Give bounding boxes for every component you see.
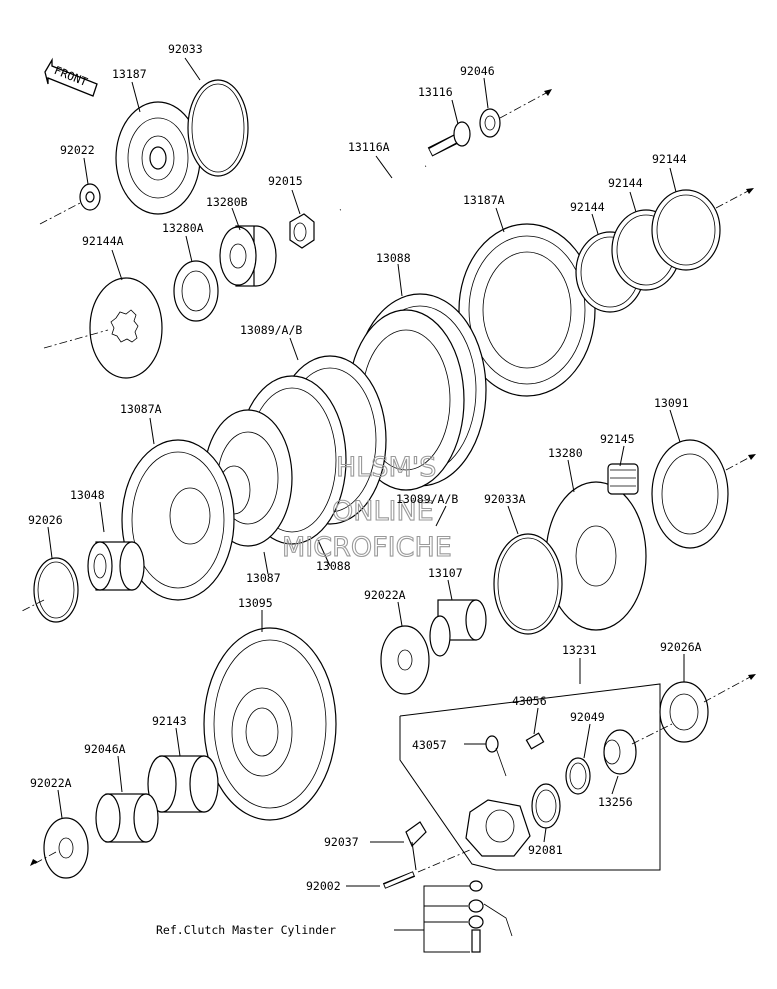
valve-43056 (525, 732, 545, 750)
part-label-92022: 92022 (60, 143, 95, 157)
part-label-13088-bottom: 13088 (316, 559, 351, 573)
watermark: HLSM'S ONLINE MICROFICHE (281, 451, 452, 563)
part-label-13095: 13095 (238, 596, 273, 610)
seal-92049 (565, 757, 591, 795)
part-label-92145: 92145 (600, 432, 635, 446)
rod-13116A (339, 164, 427, 212)
shim-92026 (33, 557, 79, 623)
piston-13256 (603, 729, 637, 775)
part-label-43057: 43057 (412, 738, 447, 752)
part-label-92143: 92143 (152, 714, 187, 728)
part-label-92046A: 92046A (84, 742, 126, 756)
part-label-13048: 13048 (70, 488, 105, 502)
plate-13187 (115, 101, 201, 215)
circlip-92033 (187, 79, 249, 177)
shim-92144-c (651, 189, 721, 271)
leader-lines (47, 57, 685, 887)
part-label-92144-3: 92144 (570, 200, 605, 214)
part-label-92144-2: 92144 (608, 176, 643, 190)
part-label-13187: 13187 (112, 67, 147, 81)
circlip-92033A (493, 533, 563, 635)
spring-92145 (607, 463, 639, 495)
watermark-line-1: HLSM'S (336, 452, 436, 483)
housing-13095 (203, 627, 337, 821)
part-label-92046: 92046 (460, 64, 495, 78)
slave-cylinder-body (465, 799, 531, 857)
part-label-92026: 92026 (28, 513, 63, 527)
part-label-92081: 92081 (528, 843, 563, 857)
part-label-92037: 92037 (324, 835, 359, 849)
hub-13280B (219, 225, 277, 287)
part-label-92026A: 92026A (660, 640, 702, 654)
boot-92081 (531, 783, 561, 829)
bearing-92046 (479, 108, 501, 138)
watermark-line-2: ONLINE (332, 496, 434, 527)
part-label-13280: 13280 (548, 446, 583, 460)
part-label-13116A: 13116A (348, 140, 390, 154)
part-label-13280B: 13280B (206, 195, 248, 209)
plate-13087A (121, 439, 235, 601)
part-label-13088-top: 13088 (376, 251, 411, 265)
nut-92015 (289, 213, 315, 249)
plate-92144A (89, 277, 163, 379)
part-label-92022A-bottom: 92022A (30, 776, 72, 790)
part-label-13089-mid: 13089/A/B (396, 492, 458, 506)
gasket-92026A (659, 681, 709, 743)
rod-13116 (427, 121, 471, 157)
plate-13088-top (347, 293, 487, 491)
part-label-13089-top: 13089/A/B (240, 323, 302, 337)
part-label-13107: 13107 (428, 566, 463, 580)
part-label-13087: 13087 (246, 571, 281, 585)
part-label-92144-1: 92144 (652, 152, 687, 166)
plate-13280 (545, 481, 647, 631)
banjo-fittings (468, 880, 513, 953)
collar-13107 (429, 599, 487, 657)
part-label-92022A-mid: 92022A (364, 588, 406, 602)
part-label-92144A: 92144A (82, 234, 124, 248)
ref-bracket (394, 885, 470, 953)
sleeve-13048 (87, 541, 145, 591)
part-label-92033: 92033 (168, 42, 203, 56)
part-label-13280A: 13280A (162, 221, 204, 235)
watermark-line-3: MICROFICHE (282, 532, 452, 563)
pin-92037 (405, 821, 427, 871)
part-labels: 13187 92033 92022 92046 13116 13116A 920… (28, 42, 702, 893)
washer-92022A-mid (380, 625, 430, 695)
part-label-92002: 92002 (306, 879, 341, 893)
part-label-13231: 13231 (562, 643, 597, 657)
disc-13187A (458, 223, 596, 397)
bearing-92046A (95, 793, 159, 843)
part-label-92015: 92015 (268, 174, 303, 188)
holder-13091 (651, 439, 729, 549)
part-label-92033A: 92033A (484, 492, 526, 506)
part-label-13091: 13091 (654, 396, 689, 410)
washer-92022 (79, 183, 101, 211)
ref-clutch-master-cylinder-note: Ref.Clutch Master Cylinder (156, 923, 336, 937)
part-label-13187A: 13187A (463, 193, 505, 207)
part-label-43056: 43056 (512, 694, 547, 708)
group-13231-bracket (399, 658, 661, 871)
collar-92143 (147, 755, 219, 813)
part-label-13116: 13116 (418, 85, 453, 99)
part-label-13087A: 13087A (120, 402, 162, 416)
part-label-92049: 92049 (570, 710, 605, 724)
washer-92022A-bottom (43, 817, 89, 879)
bolt-92002 (382, 849, 471, 889)
part-label-13256: 13256 (598, 795, 633, 809)
bearing-13280A (173, 260, 219, 322)
